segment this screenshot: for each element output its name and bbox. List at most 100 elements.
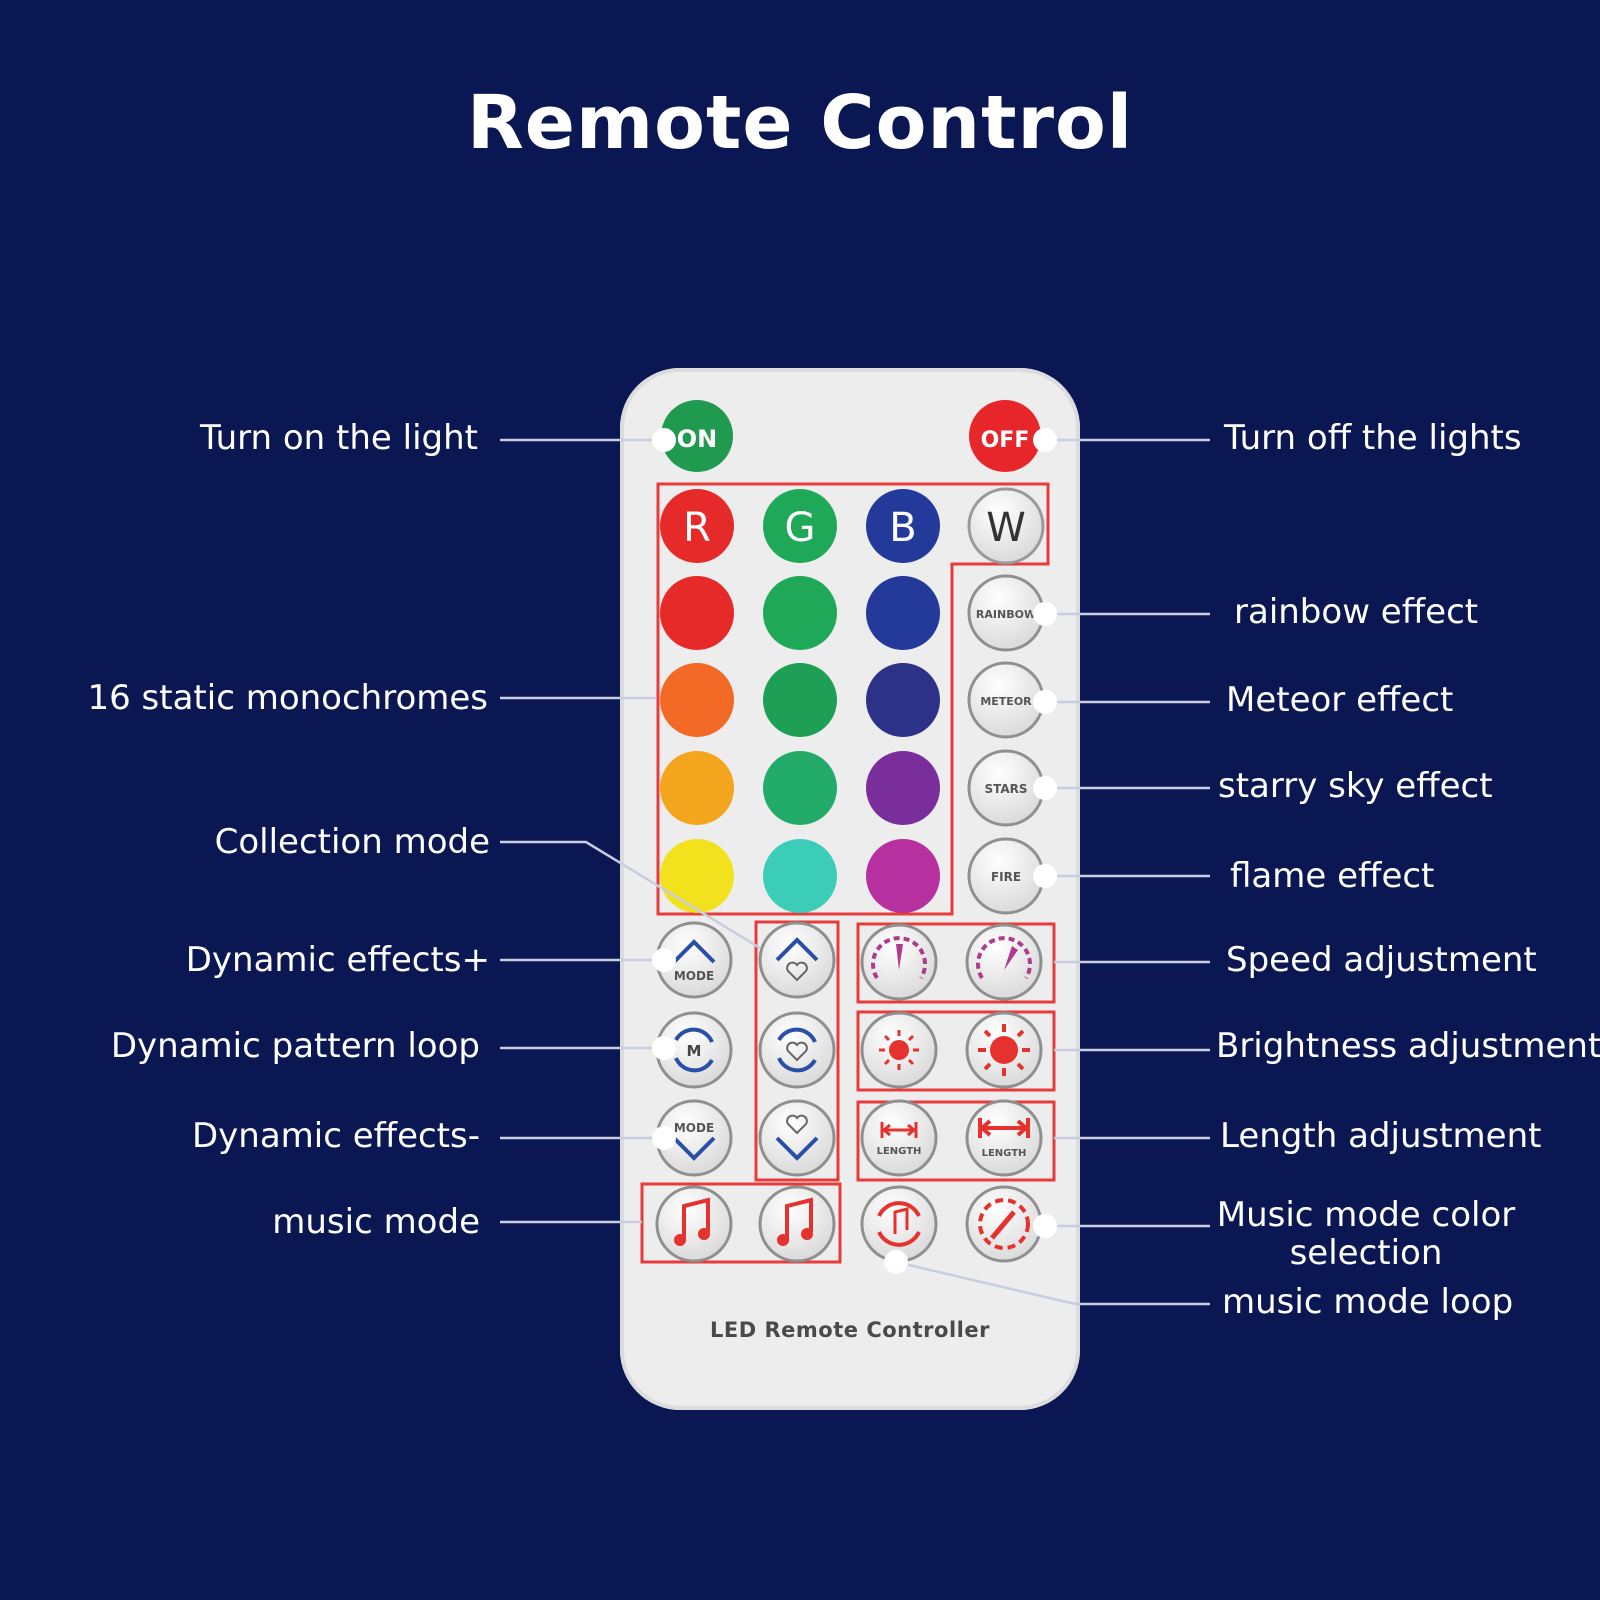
- b-button-label: B: [889, 505, 916, 551]
- color-wheel-icon: [978, 1198, 1030, 1250]
- meteor-button[interactable]: METEOR: [967, 661, 1045, 739]
- static-color-button[interactable]: [866, 839, 940, 913]
- static-color-button[interactable]: [660, 839, 734, 913]
- g-button-label: G: [785, 505, 816, 551]
- music-loop-button[interactable]: [860, 1185, 938, 1263]
- sun-icon: [990, 1036, 1018, 1064]
- label-dynamic-effects-plus: Dynamic effects+: [185, 940, 490, 980]
- label-meteor-effect: Meteor effect: [1226, 680, 1454, 720]
- static-color-button[interactable]: [866, 576, 940, 650]
- leader-dot: [1033, 690, 1057, 714]
- static-color-button[interactable]: [763, 663, 837, 737]
- leader-dot: [652, 948, 676, 972]
- stars-button[interactable]: STARS: [967, 749, 1045, 827]
- static-colors-outline: [656, 482, 1050, 916]
- collection-up-button[interactable]: [758, 921, 836, 999]
- fire-button-label: FIRE: [991, 870, 1021, 884]
- gauge-icon: [871, 936, 927, 980]
- music-note-icon: [785, 1197, 813, 1240]
- static-color-grid: [660, 576, 940, 913]
- music-mode-next-button[interactable]: [758, 1185, 836, 1263]
- w-button[interactable]: W: [967, 487, 1045, 565]
- heart-icon: [786, 1041, 808, 1062]
- mode-up-button[interactable]: MODE: [655, 921, 733, 999]
- length-down-button[interactable]: LENGTH: [860, 1099, 938, 1177]
- label-dynamic-pattern-loop: Dynamic pattern loop: [110, 1026, 480, 1066]
- music-note-icon: [682, 1197, 710, 1240]
- length-outline: [856, 1100, 1056, 1182]
- leader-dot: [1033, 776, 1057, 800]
- collection-loop-button[interactable]: [758, 1011, 836, 1089]
- dropper-icon: [990, 1210, 1016, 1240]
- fire-button[interactable]: FIRE: [967, 837, 1045, 915]
- g-button[interactable]: G: [763, 489, 837, 563]
- mode-up-label: MODE: [674, 969, 714, 983]
- leader-dot: [884, 1250, 908, 1274]
- length-arrow-icon: [880, 1122, 918, 1138]
- static-color-button[interactable]: [763, 839, 837, 913]
- music-color-button[interactable]: [965, 1185, 1043, 1263]
- heart-icon: [786, 1114, 808, 1135]
- label-turn-on: Turn on the light: [199, 418, 478, 458]
- leader-dot: [652, 428, 676, 452]
- leader-dot: [1033, 428, 1057, 452]
- heart-icon: [786, 961, 808, 982]
- label-flame-effect: flame effect: [1230, 856, 1435, 896]
- static-color-button[interactable]: [660, 751, 734, 825]
- rainbow-button[interactable]: RAINBOW: [967, 574, 1045, 652]
- static-color-button[interactable]: [763, 751, 837, 825]
- leader-line: [500, 840, 761, 950]
- label-starry-sky-effect: starry sky effect: [1218, 766, 1493, 806]
- label-music-mode: music mode: [272, 1202, 480, 1242]
- music-note-icon: [893, 1207, 909, 1234]
- loop-icon: [877, 1201, 921, 1247]
- label-length-adjustment: Length adjustment: [1220, 1116, 1542, 1156]
- label-static-monochromes: 16 static monochromes: [87, 678, 488, 718]
- static-color-button[interactable]: [866, 751, 940, 825]
- chevron-down-icon: [775, 1136, 819, 1161]
- chevron-up-icon: [775, 937, 819, 962]
- b-button[interactable]: B: [866, 489, 940, 563]
- length-down-label: LENGTH: [877, 1146, 922, 1157]
- rainbow-button-label: RAINBOW: [976, 608, 1036, 621]
- label-turn-off: Turn off the lights: [1224, 418, 1522, 458]
- speed-down-button[interactable]: [860, 923, 938, 1001]
- brand-label: LED Remote Controller: [710, 1318, 990, 1342]
- leader-dot: [1033, 602, 1057, 626]
- chevron-up-icon: [672, 939, 716, 964]
- on-button[interactable]: ON: [661, 400, 733, 472]
- length-up-button[interactable]: LENGTH: [965, 1099, 1043, 1177]
- speed-up-button[interactable]: [965, 923, 1043, 1001]
- mode-down-button[interactable]: MODE: [655, 1099, 733, 1177]
- label-speed-adjustment: Speed adjustment: [1226, 940, 1537, 980]
- off-button-label: OFF: [981, 428, 1030, 453]
- leader-dot: [1033, 864, 1057, 888]
- brightness-up-button[interactable]: [965, 1011, 1043, 1089]
- page-title: Remote Control: [466, 80, 1134, 166]
- on-button-label: ON: [677, 425, 718, 453]
- music-mode-prev-button[interactable]: [655, 1185, 733, 1263]
- chevron-down-icon: [672, 1136, 716, 1161]
- static-color-button[interactable]: [660, 576, 734, 650]
- off-button[interactable]: OFF: [969, 400, 1041, 472]
- r-button[interactable]: R: [660, 489, 734, 563]
- leader-dot: [652, 1036, 676, 1060]
- label-brightness-adjustment: Brightness adjustment: [1216, 1026, 1600, 1066]
- label-rainbow-effect: rainbow effect: [1234, 592, 1479, 632]
- static-color-button[interactable]: [866, 663, 940, 737]
- leader-line: [895, 1260, 1210, 1306]
- static-color-button[interactable]: [763, 576, 837, 650]
- collection-down-button[interactable]: [758, 1099, 836, 1177]
- label-music-color-selection: Music mode color selection: [1216, 1195, 1516, 1273]
- w-button-label: W: [986, 505, 1026, 551]
- pattern-loop-label: M: [687, 1042, 702, 1060]
- loop-icon: [674, 1027, 714, 1073]
- brightness-down-button[interactable]: [860, 1011, 938, 1089]
- static-color-button[interactable]: [660, 663, 734, 737]
- label-music-mode-loop: music mode loop: [1222, 1282, 1514, 1322]
- mode-down-label: MODE: [674, 1121, 714, 1135]
- highlight-outlines: [640, 482, 1056, 1264]
- meteor-button-label: METEOR: [980, 695, 1032, 708]
